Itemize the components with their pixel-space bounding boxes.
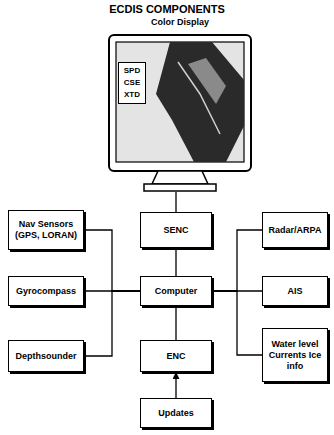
- chart-image: [156, 42, 244, 162]
- node-label: AIS: [287, 286, 302, 297]
- node-label: SPD CSE XTD: [124, 65, 140, 101]
- sensor-box: Radar/ARPA: [262, 212, 328, 248]
- sensor-box: Depthsounder: [8, 340, 84, 372]
- display-heading: Color Display: [88, 17, 272, 27]
- sensor-box: Water level Currents Ice info: [262, 328, 328, 382]
- process-box: Computer: [140, 276, 212, 306]
- diagram-title: ECDIS COMPONENTS: [0, 3, 334, 15]
- connector: [175, 248, 176, 276]
- connector: [84, 291, 140, 356]
- connector: [175, 192, 176, 212]
- readout-panel: SPD CSE XTD: [118, 62, 146, 104]
- node-label: Computer: [155, 286, 198, 297]
- node-label: Water level Currents Ice info: [266, 339, 324, 372]
- color-display: Color DisplaySPD CSE XTD: [108, 34, 252, 192]
- node-label: Nav Sensors (GPS, LORAN): [12, 219, 80, 241]
- monitor-outline: [108, 34, 252, 192]
- connector: [212, 230, 262, 291]
- node-label: SENC: [163, 225, 188, 236]
- connector: [175, 306, 176, 340]
- node-label: ENC: [166, 351, 185, 362]
- connector: [84, 230, 140, 291]
- process-box: ENC: [140, 340, 212, 372]
- process-box: Updates: [140, 398, 212, 428]
- sensor-box: Nav Sensors (GPS, LORAN): [8, 210, 84, 250]
- connector: [212, 291, 262, 355]
- node-label: Radar/ARPA: [269, 225, 322, 236]
- node-label: Depthsounder: [15, 351, 76, 362]
- node-label: Updates: [158, 408, 194, 419]
- connector: [175, 372, 176, 398]
- process-box: SENC: [140, 212, 212, 248]
- sensor-box: AIS: [262, 276, 328, 306]
- sensor-box: Gyrocompass: [8, 276, 84, 306]
- node-label: Gyrocompass: [16, 286, 76, 297]
